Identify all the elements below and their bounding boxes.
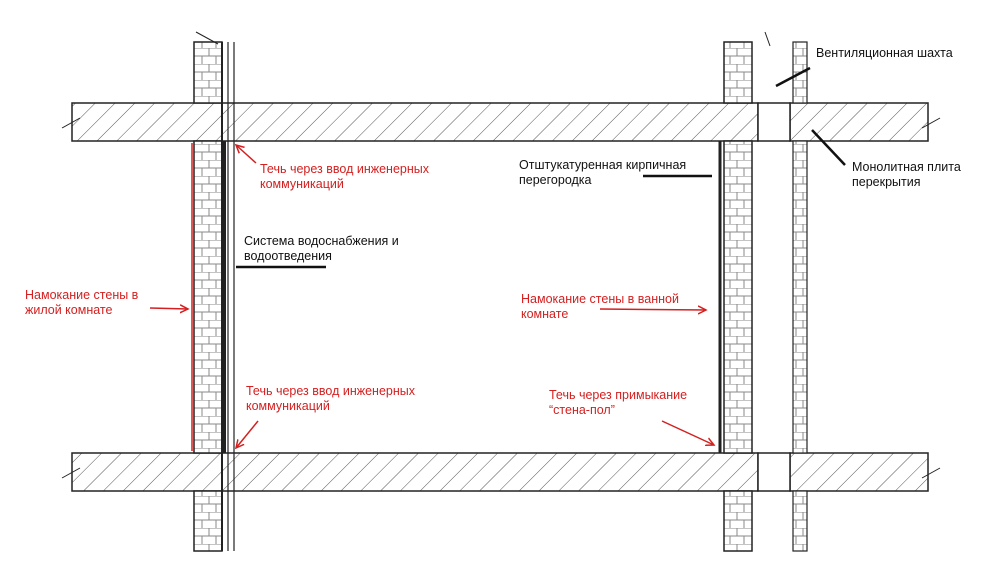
label-leak-utility-top: Течь через ввод инженерных коммуникаций: [260, 162, 429, 191]
label-leak-utility-bottom: Течь через ввод инженерных коммуникаций: [246, 384, 415, 413]
top-slab: [61, 102, 941, 142]
annotation-leaders: [236, 66, 846, 269]
arrow-leak-wall-floor: [661, 420, 714, 445]
label-wet-bathroom: Намокание стены в ванной комнате: [521, 292, 679, 321]
arrow-wet-bathroom: [599, 309, 706, 310]
leak-arrows: [149, 145, 714, 448]
label-slab: Монолитная плита перекрытия: [852, 160, 961, 189]
bottom-slab: [61, 452, 941, 492]
right-brick-partition: [718, 31, 771, 552]
label-water-system: Система водоснабжения и водоотведения: [244, 234, 399, 263]
label-leak-wall-floor: Течь через примыкание “стена-пол”: [549, 388, 688, 417]
riser-pipes: [221, 42, 235, 551]
arrow-wet-living-room: [149, 308, 188, 309]
ventilation-shaft-wall: [792, 41, 808, 552]
arrow-leak-utility-top: [236, 145, 257, 164]
label-wet-living-room: Намокание стены в жилой комнате: [25, 288, 139, 317]
label-plaster-partition: Отштукатуренная кирпичная перегородка: [519, 158, 687, 187]
label-vent-shaft: Вентиляционная шахта: [816, 46, 953, 60]
left-brick-wall: [193, 31, 223, 552]
arrow-leak-utility-bottom: [236, 420, 259, 448]
